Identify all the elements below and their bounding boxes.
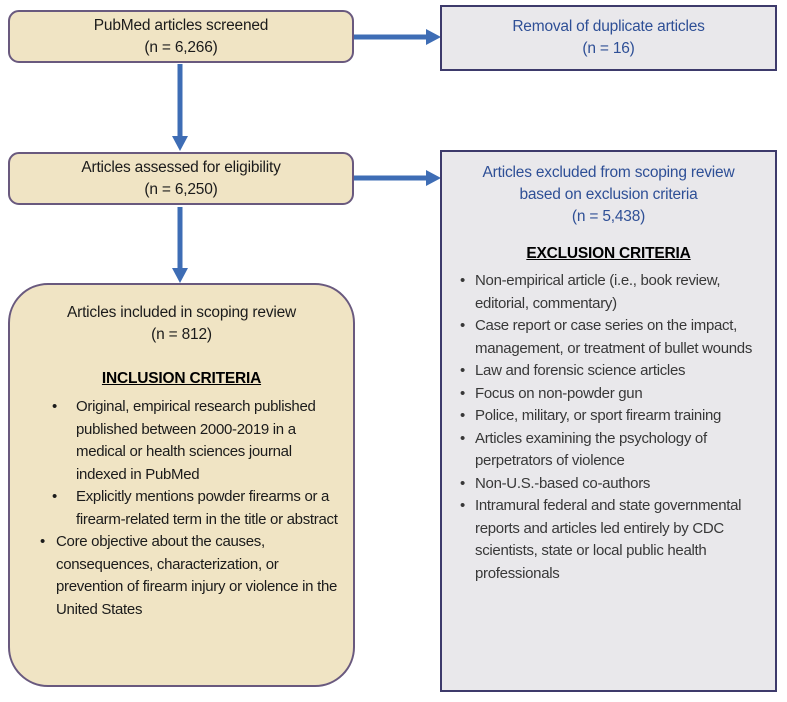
inclusion-criteria-heading: INCLUSION CRITERIA xyxy=(101,370,262,387)
inclusion-bullet: Core objective about the causes, consequ… xyxy=(40,531,344,621)
box-included-line1: Articles included in scoping review xyxy=(66,304,297,321)
box-excluded: Articles excluded from scoping review ba… xyxy=(440,150,777,692)
box-included: Articles included in scoping review (n =… xyxy=(8,283,355,687)
arrow-screened-to-eligibility xyxy=(172,64,188,151)
box-pubmed-screened-count: (n = 6,266) xyxy=(144,38,218,56)
exclusion-bullet: Articles examining the psychology of per… xyxy=(460,428,771,473)
arrow-screened-to-duplicates xyxy=(354,29,441,45)
box-pubmed-screened-line1: PubMed articles screened xyxy=(93,16,269,34)
arrow-eligibility-to-included xyxy=(172,207,188,283)
exclusion-bullet: Police, military, or sport firearm train… xyxy=(460,405,771,428)
exclusion-criteria-heading: EXCLUSION CRITERIA xyxy=(526,245,691,262)
box-included-count: (n = 812) xyxy=(151,326,212,343)
box-pubmed-screened: PubMed articles screened (n = 6,266) xyxy=(8,10,354,63)
box-excluded-line2: based on exclusion criteria xyxy=(519,186,698,203)
box-excluded-count: (n = 5,438) xyxy=(571,208,646,225)
box-duplicates-line1: Removal of duplicate articles xyxy=(512,18,705,35)
box-duplicates-removed: Removal of duplicate articles (n = 16) xyxy=(440,5,777,71)
box-eligibility-count: (n = 6,250) xyxy=(144,180,218,198)
exclusion-bullet: Law and forensic science articles xyxy=(460,360,771,383)
inclusion-bullet: Explicitly mentions powder firearms or a… xyxy=(52,486,344,531)
box-duplicates-count: (n = 16) xyxy=(582,40,635,57)
exclusion-bullet: Focus on non-powder gun xyxy=(460,383,771,406)
exclusion-bullet: Intramural federal and state governmenta… xyxy=(460,495,771,585)
box-excluded-line1: Articles excluded from scoping review xyxy=(482,164,735,181)
arrow-eligibility-to-excluded xyxy=(354,170,441,186)
exclusion-bullet: Non-empirical article (i.e., book review… xyxy=(460,270,771,315)
exclusion-bullet: Case report or case series on the impact… xyxy=(460,315,771,360)
exclusion-criteria-list: Non-empirical article (i.e., book review… xyxy=(454,270,763,585)
box-eligibility: Articles assessed for eligibility (n = 6… xyxy=(8,152,354,205)
inclusion-criteria-list: Original, empirical research published p… xyxy=(28,396,338,621)
box-eligibility-line1: Articles assessed for eligibility xyxy=(81,158,281,176)
inclusion-bullet: Original, empirical research published p… xyxy=(52,396,344,486)
exclusion-bullet: Non-U.S.-based co-authors xyxy=(460,473,771,496)
